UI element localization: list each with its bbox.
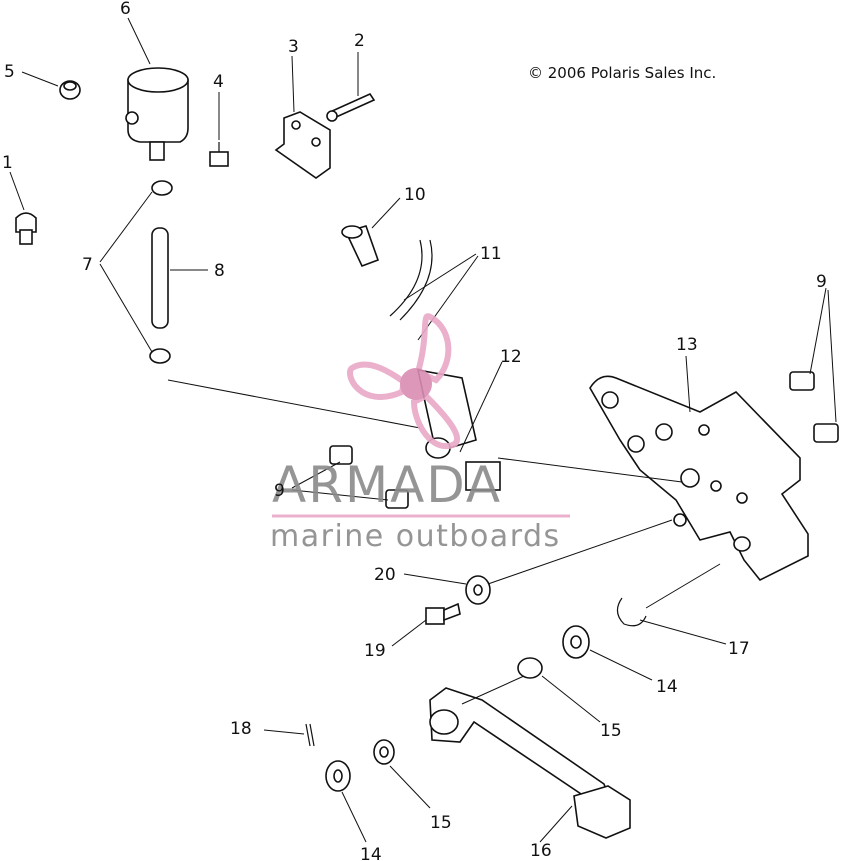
bolt-part-9-left-b [385,489,409,509]
clip-part-17 [616,597,647,627]
callout-14-upper: 14 [656,677,678,697]
callout-labels: 1 2 3 4 5 6 7 8 9 9 10 11 12 13 14 14 15… [2,0,827,861]
hose-part-8 [151,227,169,329]
callout-12: 12 [500,347,522,367]
bushing-part-15-upper [517,657,543,679]
clamp-part-1 [15,212,37,245]
copyright-text: © 2006 Polaris Sales Inc. [528,64,716,82]
callout-10: 10 [404,185,426,205]
callout-20: 20 [374,565,396,585]
pin-part-2 [326,92,376,122]
hose-clamp-bottom [149,348,171,364]
callout-5: 5 [4,62,15,82]
cotter-pin-part-18 [305,723,315,747]
callout-15-upper: 15 [600,721,622,741]
callout-15-lower: 15 [430,813,452,833]
callout-4: 4 [213,72,224,92]
callout-13: 13 [676,335,698,355]
washer-part-20 [465,575,491,605]
callout-17: 17 [728,639,750,659]
brand-name: ARMADA [272,456,502,514]
bolt-part-9-right-b [813,423,839,443]
callout-9-right: 9 [816,272,827,292]
armada-logo-watermark: ARMADA marine outboards [270,313,570,554]
reservoir-part [125,67,189,161]
bushing-part-15-lower [373,739,395,765]
callout-3: 3 [288,37,299,57]
callout-2: 2 [354,31,365,51]
callout-9-left: 9 [274,481,285,501]
bolt-part-9-right-a [789,371,815,391]
callout-14-lower: 14 [360,845,382,861]
callout-16: 16 [530,841,552,861]
bolt-part-10 [341,225,380,268]
propeller-icon [347,313,461,450]
brand-tagline: marine outboards [270,519,561,554]
callout-18: 18 [230,719,252,739]
bolt-part-19 [425,602,461,625]
bolt-part-4 [209,142,229,167]
pushrod-part-11 [389,239,433,321]
leader-lines [9,17,837,843]
bracket-part-3 [274,111,331,179]
callout-19: 19 [364,641,386,661]
callout-7: 7 [82,255,93,275]
callout-6: 6 [120,0,131,19]
mounting-plate-part-13 [589,375,809,582]
hose-clamp-top [151,180,173,196]
washer-part-14-lower [325,760,351,792]
washer-part-14-upper [562,625,590,659]
master-cylinder-part-12 [416,368,501,491]
cap-part [59,80,81,100]
bolt-part-9-left-a [329,445,353,465]
callout-1: 1 [2,153,13,173]
callout-11: 11 [480,244,502,264]
brake-pedal-part-16 [429,687,631,839]
callout-8: 8 [214,261,225,281]
